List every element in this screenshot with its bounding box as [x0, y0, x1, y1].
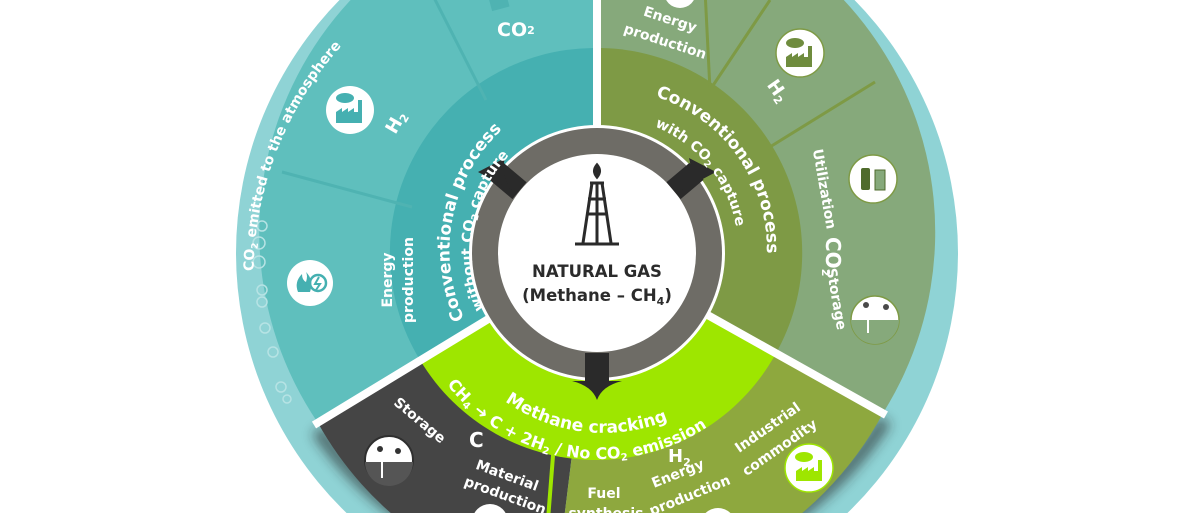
co2-bubbles: [252, 220, 292, 404]
no-capture-energy-item: Energy production: [287, 237, 417, 323]
svg-text:CO2: CO2: [497, 19, 535, 41]
with-capture-co2-item: CO2: [819, 237, 845, 276]
no-capture-co2-item: CO2: [488, 0, 535, 41]
cans-glass-icon: [848, 154, 898, 204]
center-subtitle: (Methane – CH4): [522, 286, 672, 308]
factory-icon: [326, 86, 374, 134]
arrow-to-no-capture: [478, 158, 527, 200]
underground-storage-icon: [364, 435, 414, 486]
svg-text:production: production: [401, 237, 417, 323]
svg-text:H2: H2: [668, 446, 691, 469]
hub: [469, 125, 725, 381]
center-title: NATURAL GAS: [532, 262, 662, 281]
underground-storage-icon: [850, 295, 900, 345]
svg-text:H2: H2: [382, 107, 412, 138]
svg-text:Fuel: Fuel: [587, 486, 620, 502]
svg-text:C: C: [469, 428, 484, 452]
gas-derrick-icon: [575, 162, 619, 246]
fire-energy-icon: [287, 260, 333, 306]
factory-icon: [775, 28, 825, 78]
no-capture-h2-item: H2: [326, 86, 412, 138]
svg-text:synthesis: synthesis: [568, 506, 643, 513]
svg-text:Energy: Energy: [380, 252, 396, 307]
arrow-to-with-capture: [666, 158, 716, 200]
factory-icon: [784, 443, 834, 493]
arrow-to-cracking: [572, 353, 622, 400]
svg-text:CO2: CO2: [819, 237, 845, 276]
